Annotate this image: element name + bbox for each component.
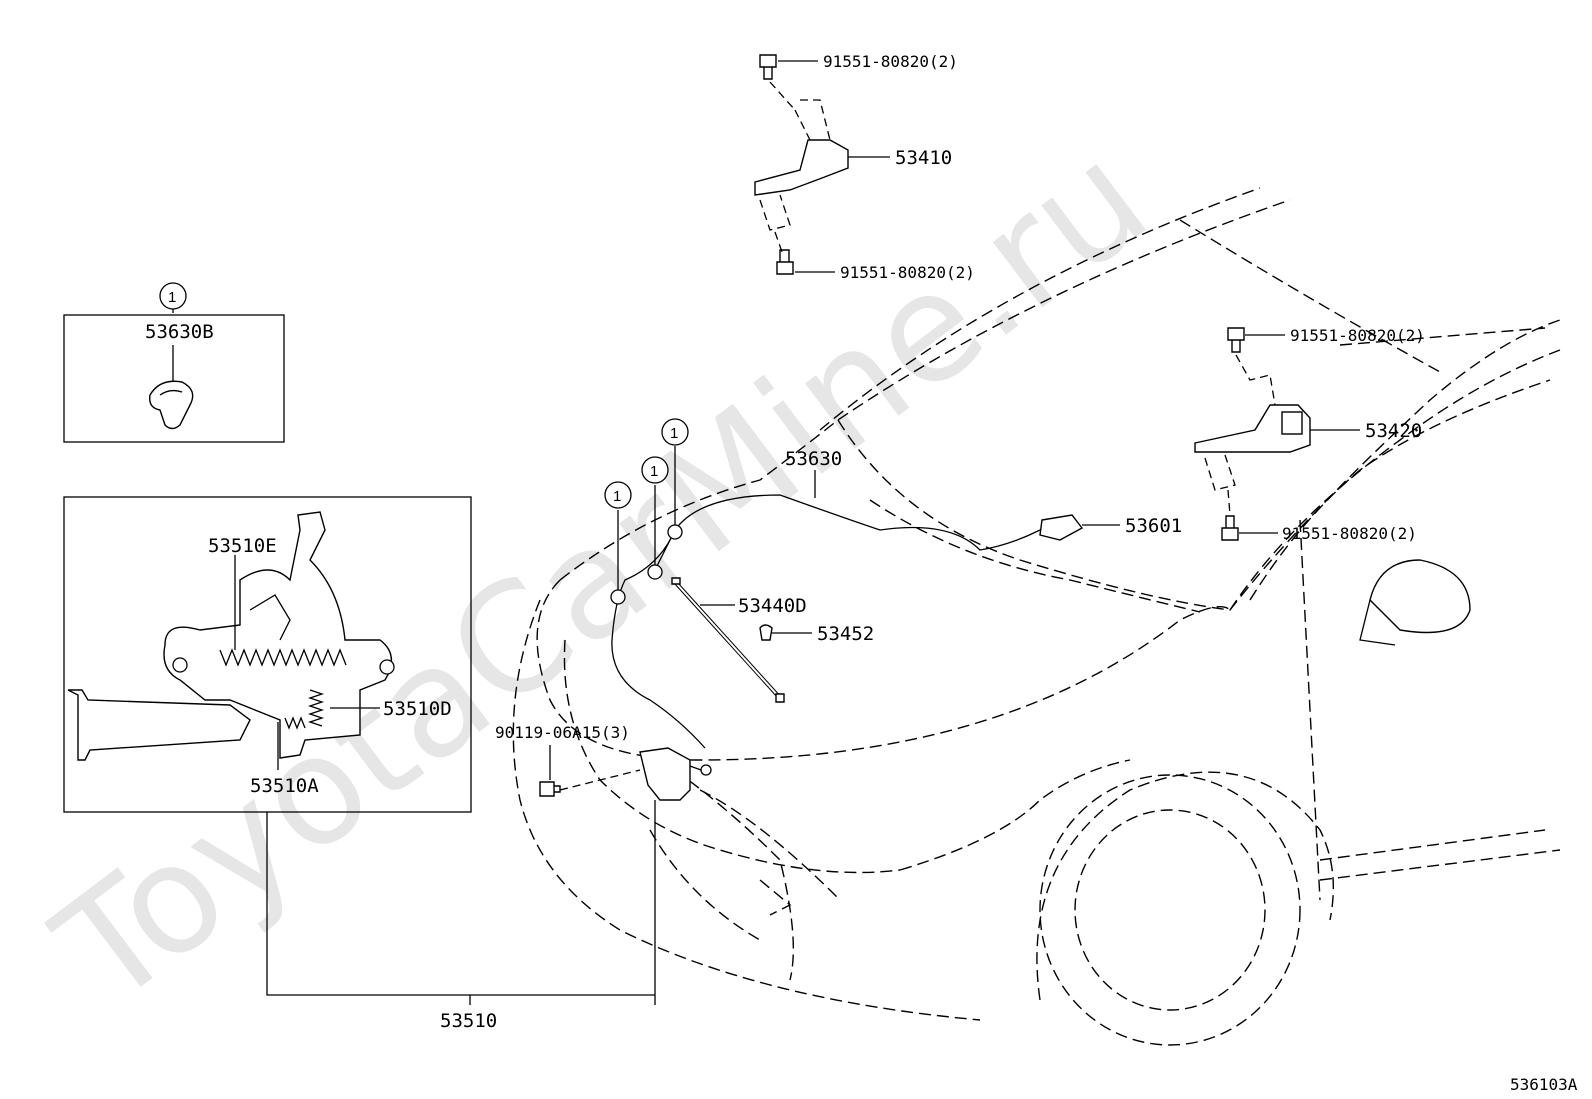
label-spring-e: 53510E bbox=[208, 535, 277, 557]
watermark: ToyotaCarMine.ru bbox=[26, 111, 1178, 1039]
svg-text:1: 1 bbox=[168, 289, 176, 306]
label-spring-d: 53510D bbox=[383, 698, 452, 720]
label-bolt-top-1: 91551-80820(2) bbox=[823, 52, 958, 71]
label-cable-assy: 53630 bbox=[785, 448, 842, 470]
label-hinge-lh: 53410 bbox=[895, 147, 952, 169]
release-handle bbox=[1039, 514, 1120, 541]
callout-circle-clamp: 1 bbox=[159, 282, 187, 310]
callout-circle-3: 1 bbox=[661, 418, 689, 446]
callout-circle-2: 1 bbox=[641, 456, 669, 484]
car-body-outline bbox=[512, 187, 1561, 1046]
label-support-rod: 53440D bbox=[738, 595, 807, 617]
hood-lock-assy bbox=[539, 745, 712, 1005]
label-handle: 53601 bbox=[1125, 515, 1182, 537]
bolt-icon bbox=[759, 54, 777, 80]
release-cable bbox=[610, 446, 1041, 749]
label-hinge-rh: 53420 bbox=[1365, 420, 1422, 442]
label-spring-a: 53510A bbox=[250, 775, 319, 797]
label-bolt-rh-2: 91551-80820(2) bbox=[1282, 524, 1417, 543]
label-bolt-top-2: 91551-80820(2) bbox=[840, 263, 975, 282]
label-lock-bolt: 90119-06A15(3) bbox=[495, 723, 630, 742]
bolt-icon bbox=[776, 249, 794, 275]
rod-holder bbox=[759, 624, 812, 641]
detail-box-clamp bbox=[63, 304, 285, 443]
label-bolt-rh-1: 91551-80820(2) bbox=[1290, 326, 1425, 345]
svg-text:1: 1 bbox=[650, 463, 658, 480]
bolt-icon bbox=[1227, 327, 1245, 353]
hood-hinge-lh bbox=[754, 54, 890, 275]
support-rod bbox=[671, 577, 785, 703]
svg-text:1: 1 bbox=[670, 425, 678, 442]
callout-circle-1: 1 bbox=[604, 481, 632, 509]
label-rod-holder: 53452 bbox=[817, 623, 874, 645]
label-lock-assy: 53510 bbox=[440, 1010, 497, 1032]
bolt-icon bbox=[539, 781, 561, 797]
svg-text:1: 1 bbox=[613, 488, 621, 505]
diagram-reference-code: 536103A bbox=[1510, 1075, 1578, 1094]
label-clamp: 53630B bbox=[145, 321, 214, 343]
detail-box-lock bbox=[63, 496, 655, 1005]
hood-hinge-rh bbox=[1194, 327, 1360, 541]
bolt-icon bbox=[1221, 515, 1239, 541]
